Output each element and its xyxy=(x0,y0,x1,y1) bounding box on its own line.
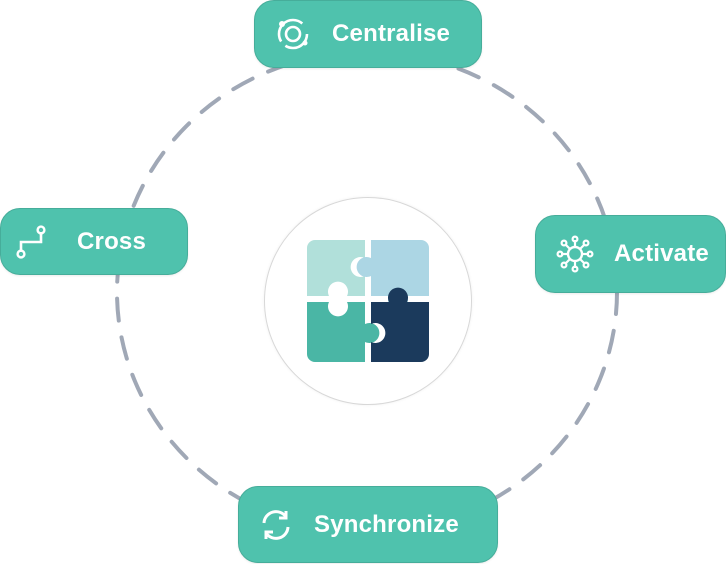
virus-network-icon xyxy=(556,235,594,273)
sync-arrows-icon xyxy=(258,507,294,543)
puzzle-piece-top-left xyxy=(307,240,365,296)
node-label: Cross xyxy=(77,227,147,255)
puzzle-piece-bottom-right xyxy=(371,287,429,362)
node-activate[interactable]: Activate xyxy=(535,215,726,293)
node-cross[interactable]: Cross xyxy=(0,208,188,275)
puzzle-pieces-icon xyxy=(307,240,429,362)
node-label: Synchronize xyxy=(314,510,459,538)
orbit-icon xyxy=(274,15,312,53)
node-synchronize[interactable]: Synchronize xyxy=(238,486,498,563)
puzzle-piece-bottom-left xyxy=(307,302,380,362)
node-label: Centralise xyxy=(332,20,451,47)
node-centralise[interactable]: Centralise xyxy=(254,0,482,68)
center-circle xyxy=(264,197,472,405)
node-label: Activate xyxy=(614,240,709,267)
route-path-icon xyxy=(15,224,47,260)
puzzle-piece-top-right xyxy=(356,240,429,311)
